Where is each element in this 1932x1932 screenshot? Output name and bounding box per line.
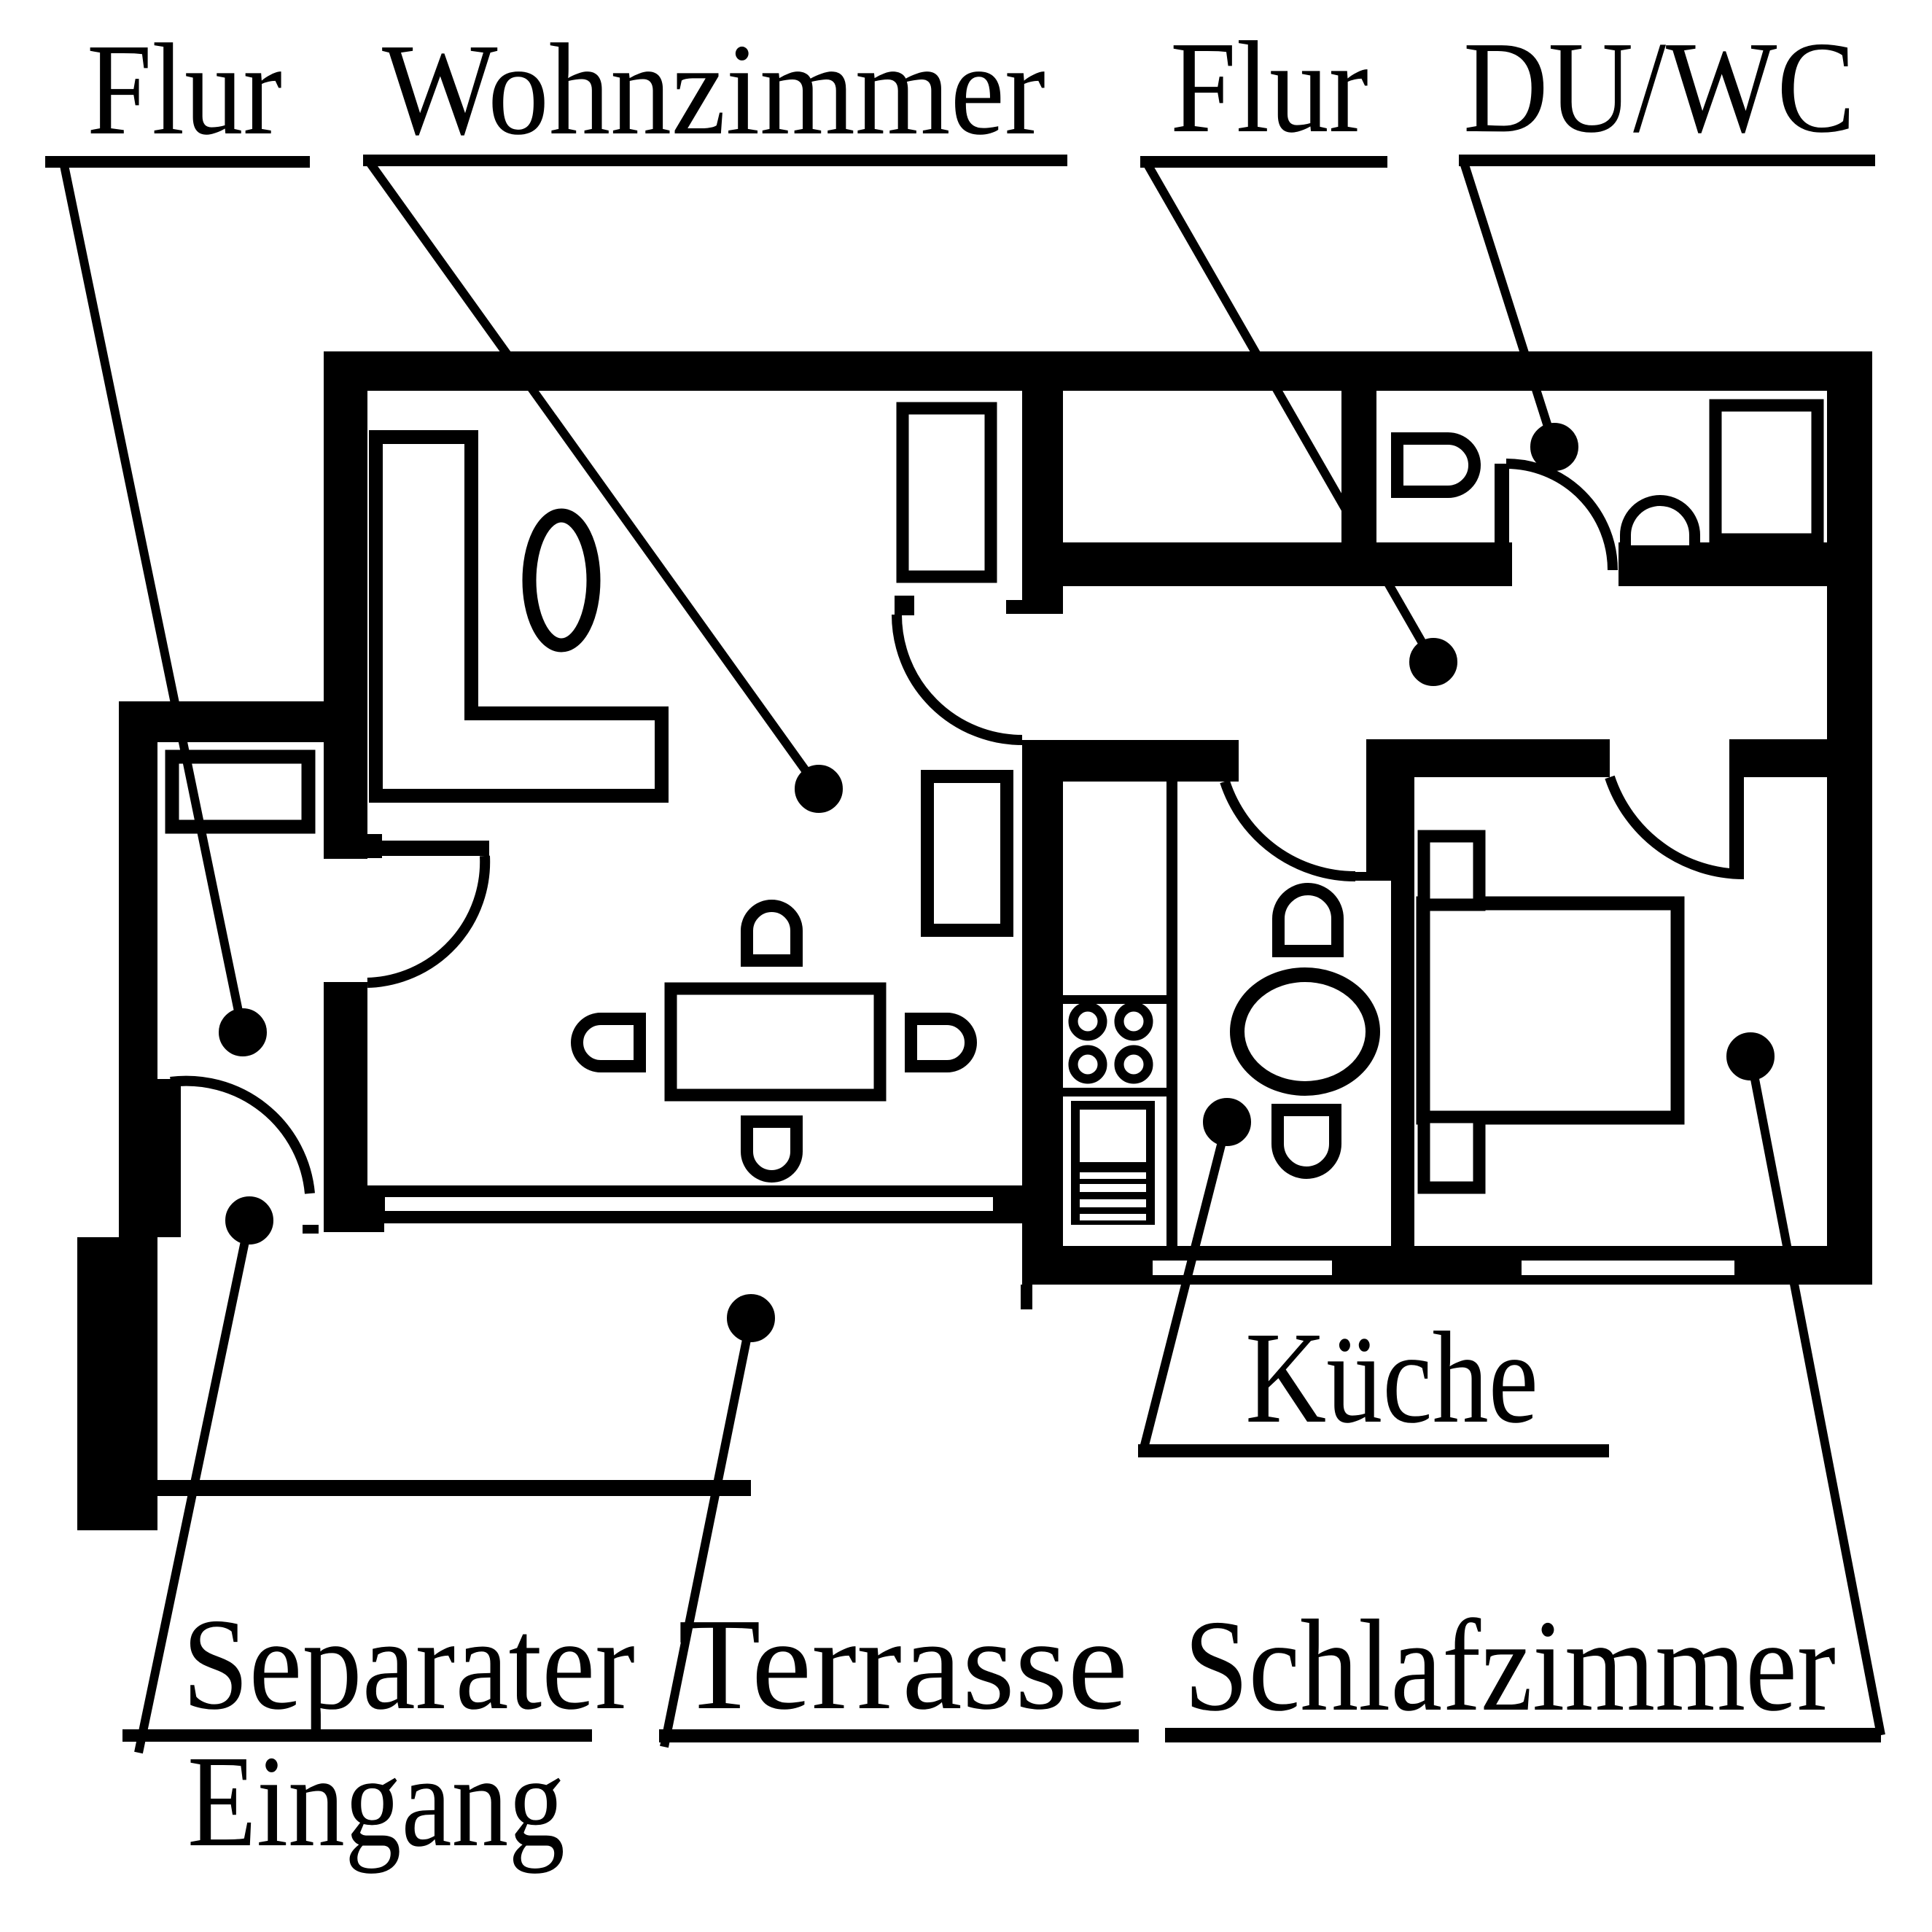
svg-text:Separater: Separater bbox=[182, 1592, 635, 1737]
svg-text:Flur: Flur bbox=[1170, 15, 1368, 160]
svg-text:DU/WC: DU/WC bbox=[1463, 15, 1855, 160]
svg-text:Terrasse: Terrasse bbox=[678, 1592, 1128, 1737]
svg-text:Flur: Flur bbox=[87, 17, 282, 162]
svg-text:Wohnzimmer: Wohnzimmer bbox=[382, 17, 1045, 162]
svg-text:Schlafzimmer: Schlafzimmer bbox=[1184, 1593, 1836, 1738]
svg-text:Küche: Küche bbox=[1245, 1305, 1538, 1450]
svg-text:Eingang: Eingang bbox=[187, 1729, 565, 1874]
